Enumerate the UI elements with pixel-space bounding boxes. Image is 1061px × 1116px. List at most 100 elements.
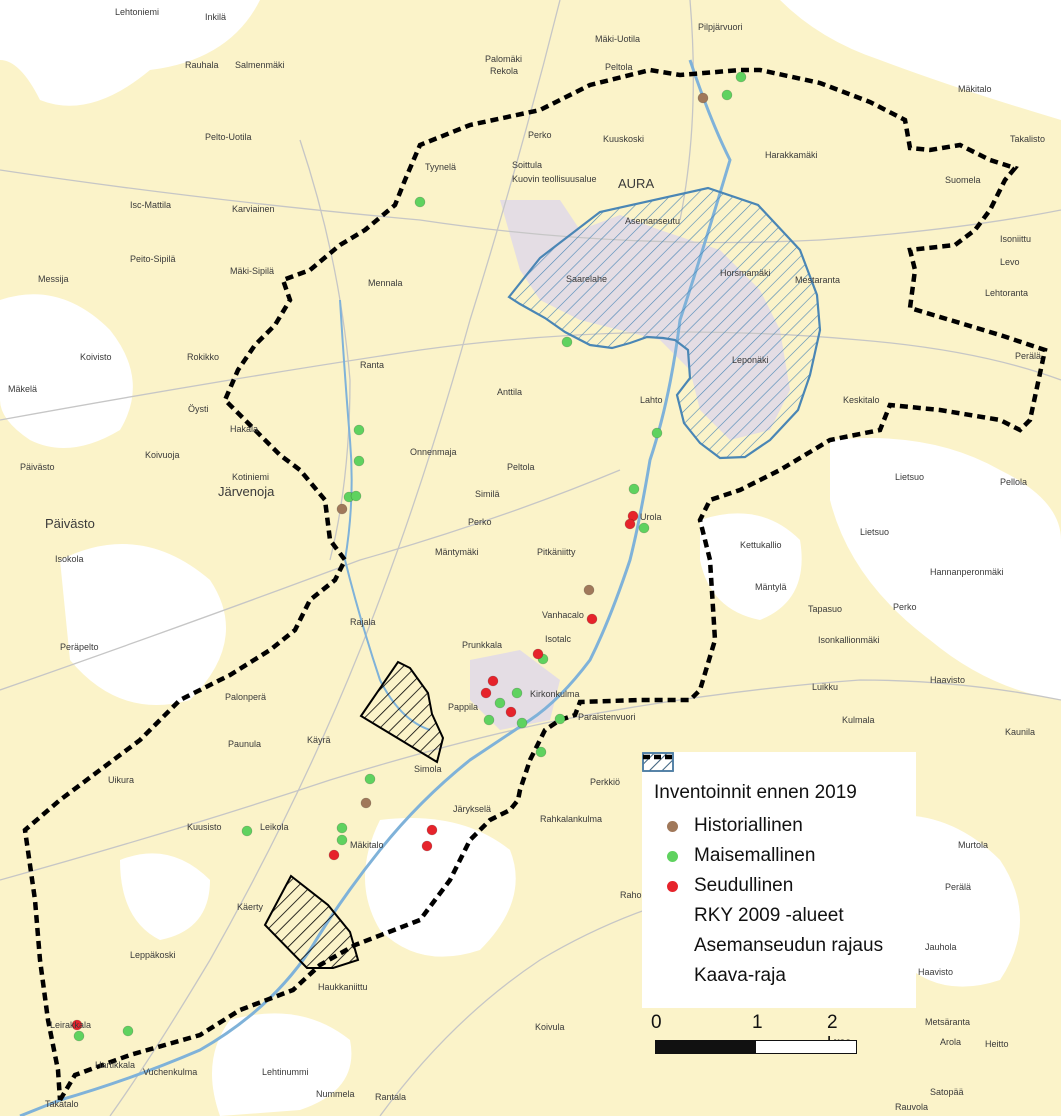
place-label: Mäki-Uotila — [595, 34, 640, 44]
landscape-point[interactable] — [721, 89, 733, 101]
landscape-point[interactable] — [494, 697, 506, 709]
landscape-point[interactable] — [353, 455, 365, 467]
regional-points[interactable] — [71, 510, 639, 1031]
place-label: Mäntylä — [755, 582, 787, 592]
place-label: Lehtoniemi — [115, 7, 159, 17]
landscape-point[interactable] — [638, 522, 650, 534]
landscape-dot-icon — [654, 850, 690, 862]
place-label: Murtola — [958, 840, 988, 850]
historic-point[interactable] — [583, 584, 595, 596]
landscape-point[interactable] — [554, 713, 566, 725]
landscape-point[interactable] — [336, 834, 348, 846]
place-label: Inkilä — [205, 12, 226, 22]
place-label: Pellola — [1000, 477, 1027, 487]
landscape-point[interactable] — [364, 773, 376, 785]
place-label: Kaunila — [1005, 727, 1035, 737]
landscape-point[interactable] — [353, 424, 365, 436]
landscape-point[interactable] — [516, 717, 528, 729]
legend-item-regional: Seudullinen — [654, 871, 916, 901]
landscape-point[interactable] — [651, 427, 663, 439]
legend-title: Inventoinnit ennen 2019 — [654, 782, 857, 803]
place-label: Perälä — [945, 882, 971, 892]
rky-area-south[interactable] — [263, 874, 360, 969]
plan-boundary[interactable] — [22, 67, 1048, 1102]
landscape-point[interactable] — [336, 822, 348, 834]
regional-point[interactable] — [421, 840, 433, 852]
landscape-point[interactable] — [511, 687, 523, 699]
place-label: Arola — [940, 1037, 961, 1047]
place-label: Soittula — [512, 160, 542, 170]
regional-point[interactable] — [328, 849, 340, 861]
landscape-point[interactable] — [628, 483, 640, 495]
place-label: Mäkitalo — [350, 840, 384, 850]
landscape-point[interactable] — [73, 1030, 85, 1042]
regional-point[interactable] — [480, 687, 492, 699]
place-label: Isokola — [55, 554, 84, 564]
place-label: Palomäki — [485, 54, 522, 64]
place-label: Hakala — [230, 424, 258, 434]
place-label: Isonkallionmäki — [818, 635, 880, 645]
place-label: Hartikkala — [95, 1060, 135, 1070]
place-label: Mäkitalo — [958, 84, 992, 94]
place-label: Kulmala — [842, 715, 875, 725]
place-label: Peltola — [507, 462, 535, 472]
place-label: Nummela — [316, 1089, 355, 1099]
place-label: Karviainen — [232, 204, 275, 214]
historic-dot-icon — [654, 820, 690, 832]
place-label: Takatalo — [45, 1099, 79, 1109]
place-label: Rajala — [350, 617, 376, 627]
place-label: Salmenmäki — [235, 60, 285, 70]
station-area-polygon[interactable] — [507, 186, 822, 460]
regional-dot-icon — [654, 880, 690, 892]
place-label: Koivula — [535, 1022, 565, 1032]
landscape-point[interactable] — [735, 71, 747, 83]
place-label: Päivästo — [45, 516, 95, 531]
place-label: Anttila — [497, 387, 522, 397]
rky-area-north[interactable] — [359, 660, 445, 764]
place-label: Isotalc — [545, 634, 572, 644]
place-label: Leponäki — [732, 355, 769, 365]
place-label: Mäkelä — [8, 384, 37, 394]
place-label: Takalisto — [1010, 134, 1045, 144]
place-label: Kuovin teollisuusalue — [512, 174, 597, 184]
place-label: Paunula — [228, 739, 261, 749]
place-label: Paraistenvuori — [578, 712, 636, 722]
place-label: Järykselä — [453, 804, 491, 814]
place-label: Rahkalankulma — [540, 814, 602, 824]
regional-point[interactable] — [624, 518, 636, 530]
place-label: Tapasuo — [808, 604, 842, 614]
landscape-point[interactable] — [561, 336, 573, 348]
landscape-point[interactable] — [241, 825, 253, 837]
landscape-point[interactable] — [483, 714, 495, 726]
landscape-point[interactable] — [350, 490, 362, 502]
regional-point[interactable] — [426, 824, 438, 836]
regional-point[interactable] — [505, 706, 517, 718]
historic-point[interactable] — [697, 92, 709, 104]
place-label: Perko — [468, 517, 492, 527]
historic-points[interactable] — [336, 92, 709, 809]
place-label: Rauvola — [895, 1102, 928, 1112]
regional-point[interactable] — [71, 1019, 83, 1031]
landscape-point[interactable] — [414, 196, 426, 208]
place-label: Jauhola — [925, 942, 957, 952]
historic-point[interactable] — [360, 797, 372, 809]
place-label: Onnenmaja — [410, 447, 457, 457]
regional-point[interactable] — [532, 648, 544, 660]
landscape-point[interactable] — [122, 1025, 134, 1037]
place-label: Saarelahe — [566, 274, 607, 284]
place-label: Lehtinummi — [262, 1067, 309, 1077]
landscape-points[interactable] — [73, 71, 747, 1042]
historic-point[interactable] — [336, 503, 348, 515]
regional-point[interactable] — [487, 675, 499, 687]
place-label: Harakkamäki — [765, 150, 818, 160]
landscape-point[interactable] — [535, 746, 547, 758]
place-label: Prunkkala — [462, 640, 502, 650]
place-label: Koivisto — [80, 352, 112, 362]
legend-label: RKY 2009 -alueet — [694, 905, 844, 926]
place-label: Kuusisto — [187, 822, 222, 832]
place-labels: Inkilä Lehtoniemi Rauhala Salmenmäki Pal… — [8, 7, 1045, 1112]
regional-point[interactable] — [586, 613, 598, 625]
place-label: Rokikko — [187, 352, 219, 362]
